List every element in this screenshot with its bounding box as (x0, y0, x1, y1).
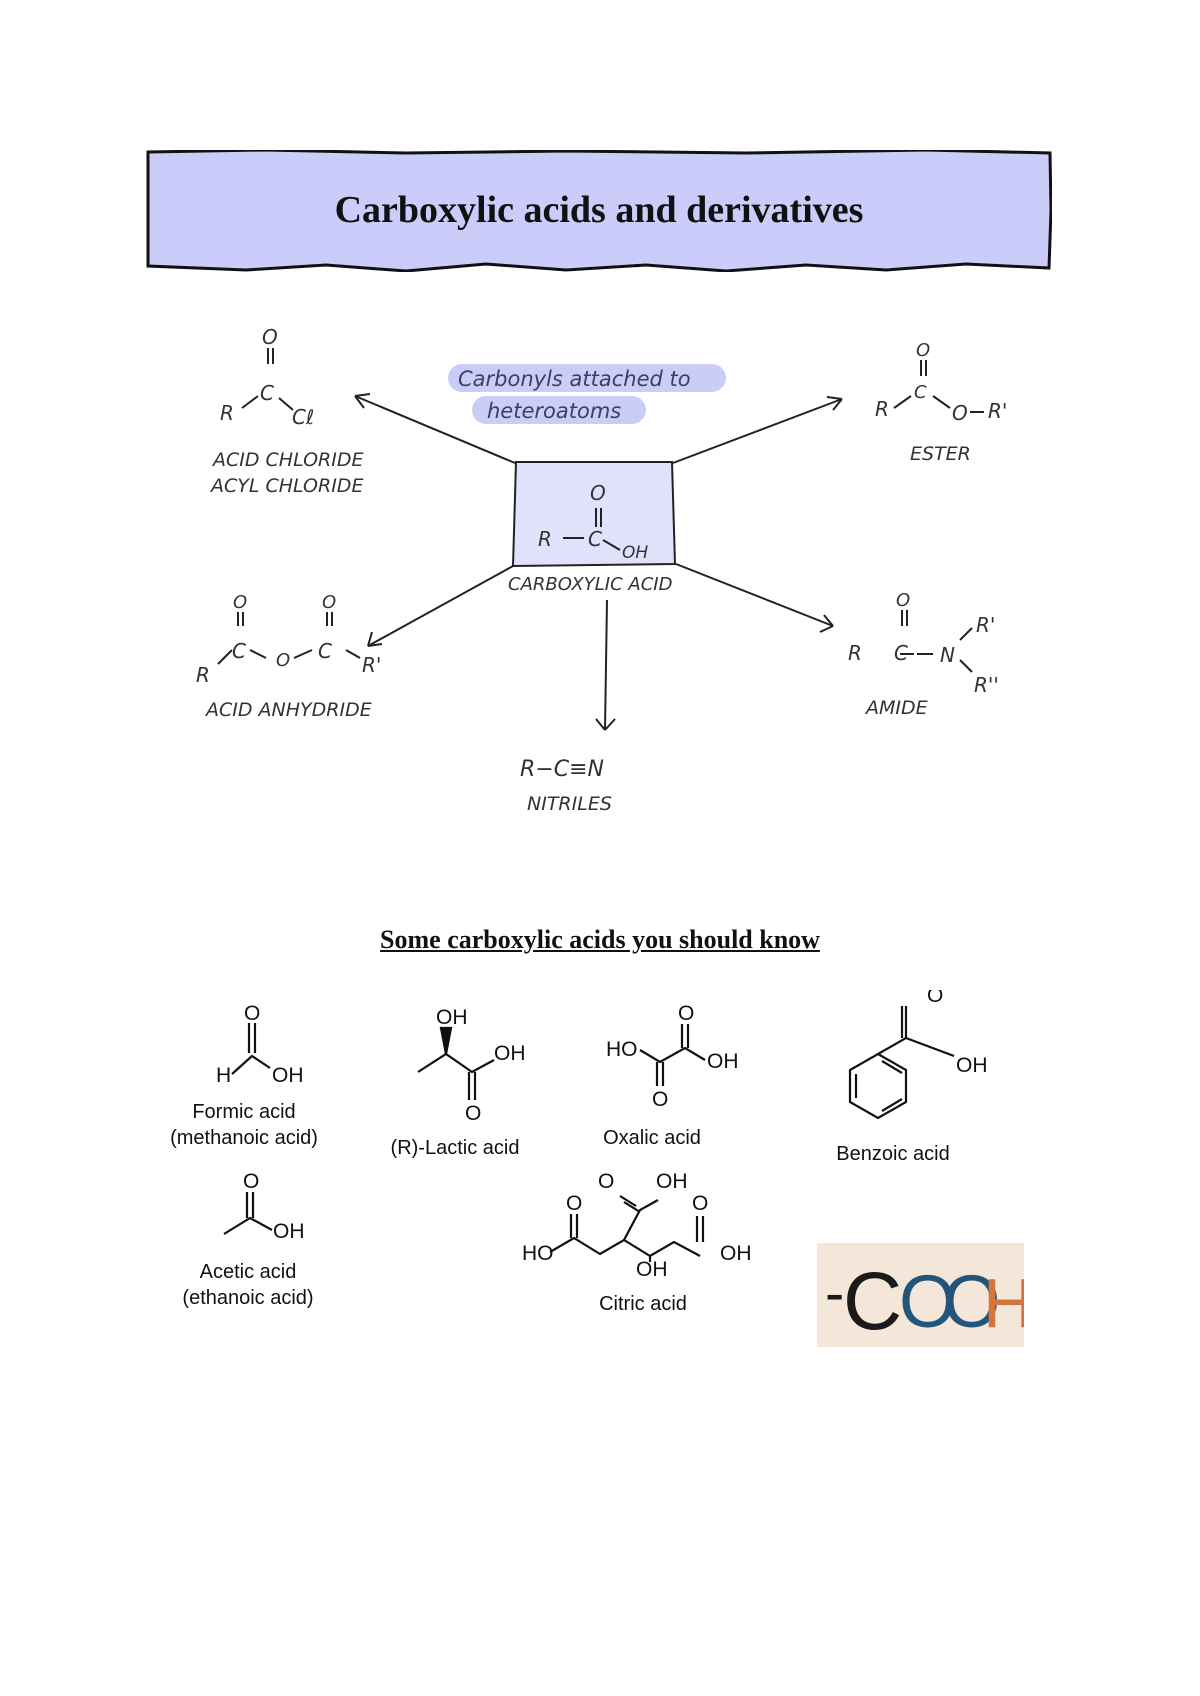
chloride-c-atom: C (260, 381, 274, 405)
carboxylic-acid-box (511, 461, 677, 568)
nitrile-formula: R−C≡N (520, 757, 604, 782)
anhydride-c-atom-1: C (232, 639, 246, 663)
logo-letter-o1: O (899, 1260, 957, 1343)
cooh-logo: - C O O H (817, 1243, 1034, 1347)
citric-oh-right: OH (720, 1242, 752, 1265)
banner-frame (146, 150, 1052, 272)
acetic-structure (223, 1192, 273, 1235)
derivatives-diagram: Carbonyls attached to heteroatoms O R C … (196, 325, 1007, 815)
ester-o2-atom: O (952, 401, 968, 425)
citric-oh-center: OH (636, 1258, 668, 1281)
citric-o-left: O (566, 1192, 582, 1215)
arrow-to-nitrile (604, 599, 608, 731)
benzoic-o: O (927, 990, 943, 1007)
acids-structures: O H OH Formic acid (methanoic acid) OH O… (170, 990, 988, 1310)
lactic-acid-label: (R)-Lactic acid (391, 1137, 520, 1159)
anhydride-o-atom-2: O (322, 592, 336, 613)
anhydride-r-atom: R (196, 663, 210, 687)
acetic-acid-label: Acetic acid (200, 1261, 297, 1283)
acid-anhydride-label: ACID ANHYDRIDE (204, 699, 372, 721)
amide-label: AMIDE (864, 697, 928, 719)
cooh-logo-art: - C O O H (825, 1256, 1034, 1347)
note-highlight-2 (472, 396, 646, 424)
formic-acid-alt-label: (methanoic acid) (170, 1127, 318, 1149)
formic-o: O (244, 1002, 260, 1025)
oxalic-oh: OH (707, 1050, 739, 1073)
lactic-oh-top: OH (436, 1006, 468, 1029)
oxalic-structure (639, 1024, 706, 1086)
oxalic-acid-label: Oxalic acid (603, 1127, 701, 1149)
benzoic-oh: OH (956, 1054, 988, 1077)
logo-letter-o2: O (943, 1260, 1001, 1343)
ester-label: ESTER (910, 443, 971, 465)
lactic-oh: OH (494, 1042, 526, 1065)
amide-r1-atom: R' (976, 613, 995, 637)
citric-o-top: O (598, 1170, 614, 1193)
lactic-structure (417, 1052, 495, 1100)
arrow-to-acid-chloride (354, 395, 516, 464)
citric-oh-top: OH (656, 1170, 688, 1193)
benzoic-acid-label: Benzoic acid (836, 1143, 949, 1165)
acetic-acid-alt-label: (ethanoic acid) (182, 1287, 313, 1309)
oxalic-ho: HO (606, 1038, 638, 1061)
acid-r-atom: R (538, 527, 552, 551)
oxalic-o-top: O (678, 1002, 694, 1025)
logo-letter-c: C (843, 1256, 902, 1347)
ester-c-atom: C (914, 382, 927, 403)
note-text-2: heteroatoms (487, 399, 621, 423)
amide-r2-atom: R'' (974, 673, 999, 697)
citric-acid-label: Citric acid (599, 1293, 687, 1310)
chloride-r-atom: R (220, 401, 234, 425)
anhydride-o-bridge: O (276, 650, 290, 671)
anhydride-o-atom-1: O (233, 592, 247, 613)
chloride-cl-atom: Cℓ (292, 405, 314, 429)
amide-r-atom: R (848, 641, 862, 665)
formic-structure (231, 1023, 271, 1075)
logo-letter-h: H (983, 1264, 1024, 1342)
title-banner: Carboxylic acids and derivatives (146, 150, 1052, 272)
ester-r1-atom: R' (988, 399, 1007, 423)
oxalic-o-bottom: O (652, 1088, 668, 1111)
acetic-oh: OH (273, 1220, 305, 1243)
ester-o-atom: O (916, 340, 930, 361)
nitriles-label: NITRILES (527, 793, 612, 815)
amide-o-atom: O (896, 590, 910, 611)
anhydride-c-atom-2: C (318, 639, 332, 663)
lactic-o: O (465, 1102, 481, 1125)
note-text-1: Carbonyls attached to (458, 367, 691, 391)
arrow-to-ester (672, 398, 843, 464)
carboxylic-acid-label: CARBOXYLIC ACID (508, 574, 672, 595)
acid-chloride-label: ACID CHLORIDE (211, 449, 364, 471)
citric-ho: HO (522, 1242, 554, 1265)
formic-acid-label: Formic acid (192, 1101, 295, 1123)
amide-c-atom: C (894, 641, 908, 665)
formic-h: H (216, 1064, 231, 1087)
acid-o-atom: O (590, 481, 606, 505)
arrow-to-anhydride (367, 565, 514, 647)
logo-prefix: - (825, 1261, 844, 1326)
citric-structure (549, 1195, 705, 1262)
benzoic-structure (877, 1006, 955, 1058)
acetic-o: O (243, 1170, 259, 1193)
acid-oh-group: OH (622, 543, 648, 563)
page-title: Carboxylic acids and derivatives (334, 189, 864, 231)
formic-oh: OH (272, 1064, 304, 1087)
ester-r-atom: R (875, 397, 889, 421)
chloride-o-atom: O (262, 325, 278, 349)
acid-c-atom: C (588, 527, 602, 551)
acyl-chloride-label: ACYL CHLORIDE (209, 475, 363, 497)
note-highlight-1 (448, 364, 726, 392)
anhydride-r1-atom: R' (362, 653, 381, 677)
citric-o-right: O (692, 1192, 708, 1215)
section-title: Some carboxylic acids you should know (380, 925, 820, 954)
benzene-ring (848, 1052, 908, 1120)
arrow-to-amide (675, 563, 834, 627)
amide-n-atom: N (940, 643, 955, 667)
